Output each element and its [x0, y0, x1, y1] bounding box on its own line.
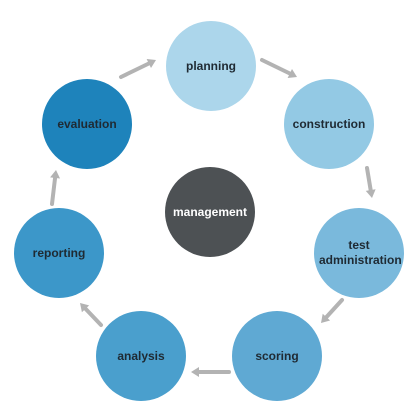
node-label-planning: planning — [186, 58, 236, 73]
arrow-planning-to-construction — [260, 58, 297, 79]
node-label-scoring: scoring — [255, 348, 299, 363]
arrow-analysis-to-reporting — [80, 303, 103, 327]
arrow-reporting-to-evaluation — [50, 170, 61, 206]
node-evaluation: evaluation — [42, 79, 132, 169]
arrow-test-to-scoring — [321, 298, 344, 323]
node-construction: construction — [284, 79, 374, 169]
node-label-reporting: reporting — [32, 245, 86, 260]
node-analysis: analysis — [96, 311, 186, 401]
node-test-administration: test administration — [314, 208, 404, 298]
node-label-test-administration: test administration — [319, 238, 402, 267]
node-label-evaluation: evaluation — [57, 116, 117, 131]
node-label-management: management — [172, 204, 248, 219]
node-scoring: scoring — [232, 311, 322, 401]
arrow-scoring-to-analysis — [191, 367, 231, 377]
node-label-analysis: analysis — [117, 348, 165, 363]
node-reporting: reporting — [14, 208, 104, 298]
node-label-construction: construction — [292, 116, 366, 131]
node-planning: planning — [166, 21, 256, 111]
arrow-construction-to-test — [365, 166, 376, 198]
arrow-evaluation-to-planning — [119, 58, 156, 79]
node-management: management — [165, 167, 255, 257]
